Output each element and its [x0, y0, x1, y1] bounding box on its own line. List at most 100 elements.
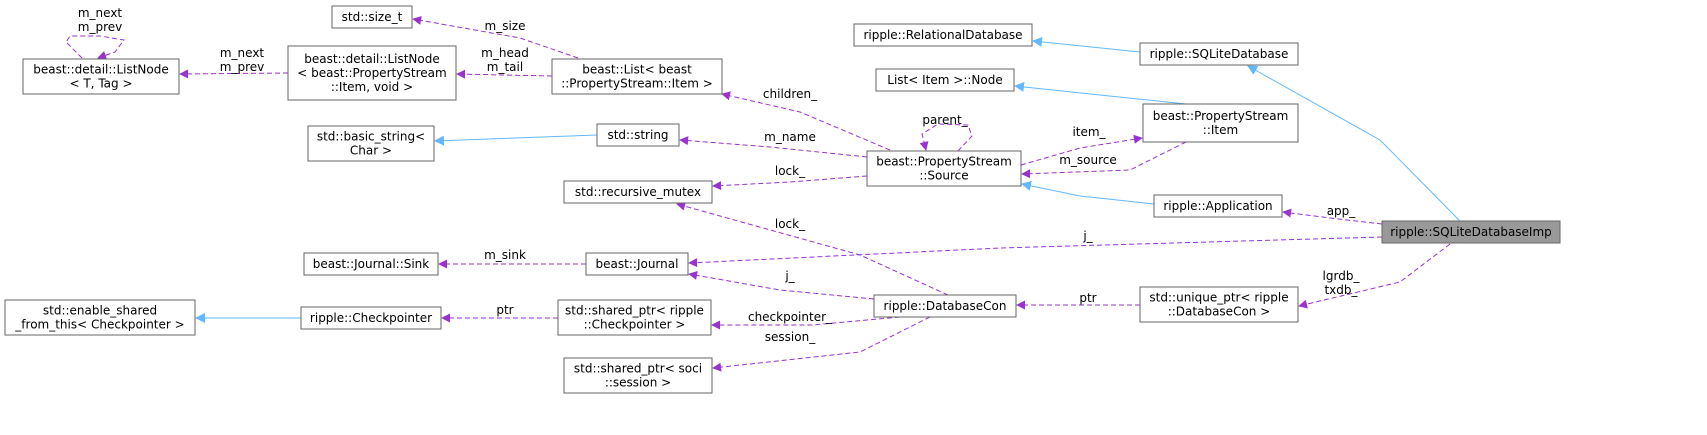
node-label: ::Checkpointer > — [584, 318, 686, 332]
usage-arrow — [1298, 243, 1451, 309]
node-box — [303, 252, 439, 276]
class-node-sp-checkpointer[interactable]: std::shared_ptr< ripple::Checkpointer > — [557, 299, 712, 336]
node-box — [596, 123, 680, 147]
node-box — [4, 299, 196, 336]
node-box — [300, 306, 442, 330]
edge-sp_checkpointer-to-checkpointer: ptr — [441, 303, 558, 323]
node-box — [557, 299, 712, 336]
node-label: beast::Journal — [596, 257, 679, 271]
inheritance-arrow — [1032, 36, 1141, 53]
usage-arrow — [919, 123, 973, 152]
node-label: std::size_t — [342, 10, 403, 24]
class-node-journal[interactable]: beast::Journal — [585, 252, 689, 276]
edge-database_con-to-recursive_mutex: lock_ — [676, 201, 949, 296]
edge-label: app_ — [1327, 204, 1357, 218]
class-node-enable-shared[interactable]: std::enable_shared_from_this< Checkpoint… — [4, 299, 196, 336]
edge-ps_source-to-list_item: children_ — [721, 87, 891, 151]
class-node-listnode-item[interactable]: beast::detail::ListNode< beast::Property… — [287, 45, 457, 101]
node-label: std::basic_string< — [317, 130, 425, 144]
edge-label: m_name — [764, 130, 816, 144]
edge-label: session_ — [765, 330, 816, 344]
usage-arrow — [412, 15, 579, 59]
node-label: std::recursive_mutex — [575, 185, 701, 199]
edge-label: lock_ — [775, 217, 806, 231]
class-node-up-database-con[interactable]: std::unique_ptr< ripple::DatabaseCon > — [1139, 286, 1299, 323]
class-node-list-node[interactable]: List< Item >::Node — [875, 68, 1015, 92]
class-node-basic-string[interactable]: std::basic_string<Char > — [307, 125, 435, 162]
edge-label: item_ — [1072, 125, 1106, 139]
usage-arrow — [688, 236, 1383, 268]
edge-journal-to-journal_sink: m_sink — [438, 248, 586, 269]
usage-arrow — [1282, 208, 1383, 225]
edge-label: m_tail — [487, 60, 523, 74]
node-box — [1139, 42, 1299, 66]
node-box — [287, 45, 457, 101]
node-label: ripple::Application — [1163, 199, 1272, 213]
class-node-sqlite-db[interactable]: ripple::SQLiteDatabase — [1139, 42, 1299, 66]
edge-database_con-to-sp_soci_session: session_ — [712, 316, 931, 372]
edge-database_con-to-sp_checkpointer: checkpointer_ — [711, 310, 901, 330]
class-node-size-t[interactable]: std::size_t — [331, 5, 413, 29]
node-box — [22, 58, 180, 95]
edge-application-to-ps_source — [1021, 180, 1155, 205]
edge-label: parent_ — [922, 113, 968, 127]
edge-label: txdb_ — [1324, 283, 1358, 297]
class-node-list-item[interactable]: beast::List< beast::PropertyStream::Item… — [551, 58, 723, 95]
class-node-sqlite-db-imp: ripple::SQLiteDatabaseImp — [1381, 220, 1561, 244]
usage-arrow — [679, 136, 868, 158]
node-label: beast::PropertyStream — [1153, 109, 1289, 123]
node-label: std::shared_ptr< soci — [574, 362, 702, 376]
node-box — [1142, 103, 1299, 143]
node-label: ::session > — [605, 376, 671, 390]
edge-label: m_next — [78, 6, 123, 20]
class-node-listnode-tag[interactable]: beast::detail::ListNode< T, Tag > — [22, 58, 180, 95]
edge-sqlite_db_imp-to-application: app_ — [1282, 204, 1383, 225]
edge-label: ptr — [1079, 291, 1096, 305]
inheritance-arrow — [434, 134, 598, 146]
node-label: std::unique_ptr< ripple — [1149, 291, 1288, 305]
edge-label: ptr — [496, 303, 513, 317]
edge-up_database_con-to-database_con: ptr — [1016, 291, 1140, 310]
class-node-relational-db[interactable]: ripple::RelationalDatabase — [853, 23, 1033, 47]
usage-arrow — [65, 35, 125, 60]
node-label: ::Item, void > — [331, 80, 413, 94]
edge-sqlite_db_imp-to-journal: j_ — [688, 229, 1383, 268]
usage-arrow — [721, 91, 891, 151]
edge-label: lgrdb_ — [1323, 269, 1361, 283]
edge-ps_source-to-ps_source: parent_ — [919, 113, 973, 152]
node-box — [853, 23, 1033, 47]
class-node-sp-soci-session[interactable]: std::shared_ptr< soci::session > — [563, 357, 713, 394]
class-node-recursive-mutex[interactable]: std::recursive_mutex — [563, 180, 713, 204]
edge-ps_item-to-ps_source: m_source — [1021, 141, 1187, 179]
edge-ps_source-to-std_string: m_name — [679, 130, 868, 158]
node-box — [1153, 194, 1283, 218]
node-label: _from_this< Checkpointer > — [14, 318, 184, 332]
edge-label: j_ — [1082, 229, 1093, 243]
class-node-checkpointer[interactable]: ripple::Checkpointer — [300, 306, 442, 330]
usage-arrow — [712, 175, 868, 191]
edge-label: checkpointer_ — [748, 310, 833, 324]
edge-ps_item-to-list_node — [1014, 81, 1187, 105]
node-label: ripple::Checkpointer — [310, 311, 432, 325]
usage-arrow — [711, 316, 901, 330]
node-label: ::DatabaseCon > — [1168, 305, 1271, 319]
usage-arrow — [688, 270, 875, 300]
class-node-ps-source[interactable]: beast::PropertyStream::Source — [866, 150, 1022, 187]
class-node-std-string[interactable]: std::string — [596, 123, 680, 147]
edge-std_string-to-basic_string — [434, 134, 598, 146]
inheritance-arrow — [1247, 65, 1461, 222]
node-label: beast::List< beast — [582, 63, 692, 77]
edge-ps_source-to-ps_item: item_ — [1020, 125, 1143, 166]
class-node-application[interactable]: ripple::Application — [1153, 194, 1283, 218]
edge-label: m_prev — [78, 20, 122, 34]
node-box — [1381, 220, 1561, 244]
edge-label: m_source — [1059, 153, 1117, 167]
node-label: < T, Tag > — [69, 77, 132, 91]
node-label: ::Item — [1203, 123, 1238, 137]
class-node-ps-item[interactable]: beast::PropertyStream::Item — [1142, 103, 1299, 143]
class-node-database-con[interactable]: ripple::DatabaseCon — [873, 294, 1017, 318]
node-box — [1139, 286, 1299, 323]
class-node-journal-sink[interactable]: beast::Journal::Sink — [303, 252, 439, 276]
